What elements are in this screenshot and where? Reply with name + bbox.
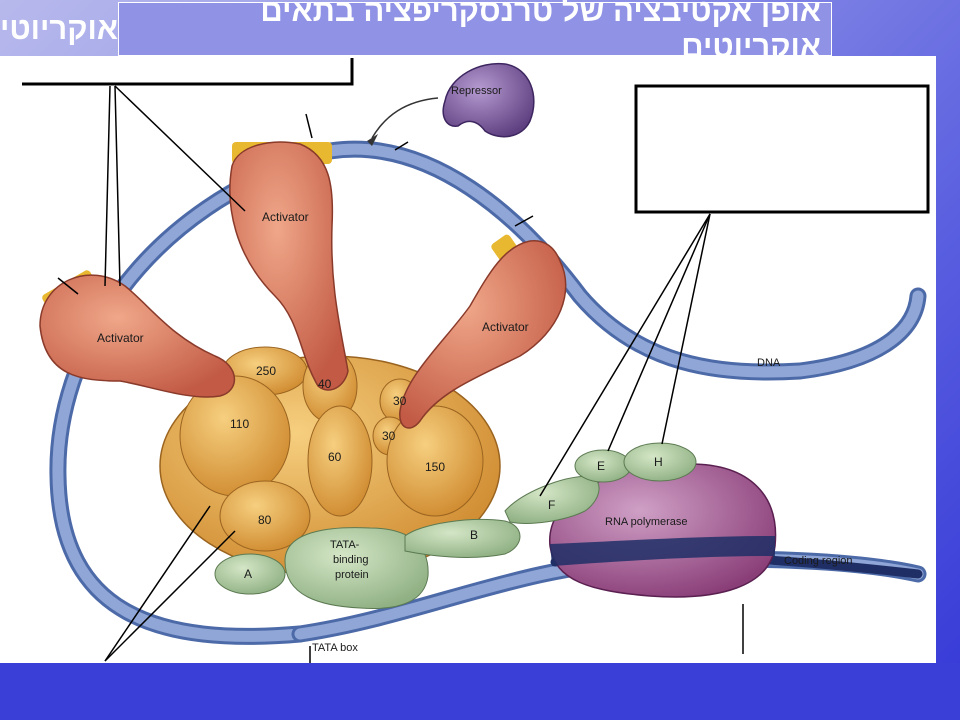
factor-h (623, 442, 697, 482)
label-subunit-30a: 30 (393, 394, 407, 408)
label-coding-region: Coding region (784, 555, 853, 567)
label-subunit-150: 150 (425, 460, 445, 474)
subunit-60 (307, 405, 373, 517)
bottom-bar (0, 663, 960, 720)
diagram-svg: Repressor Activator Activator Activator … (22, 58, 930, 663)
label-factor-f: F (548, 498, 555, 512)
label-factor-e: E (597, 459, 605, 473)
label-subunit-250: 250 (256, 364, 276, 378)
pointer-lines (57, 85, 744, 663)
repressor (367, 62, 535, 146)
slide-title-overflow: אוקריוטים (0, 11, 118, 46)
label-subunit-80: 80 (258, 513, 272, 527)
subunit-150 (386, 405, 484, 517)
label-box-top-left (22, 58, 354, 86)
label-activator-right: Activator (482, 320, 529, 334)
label-activator-left: Activator (97, 331, 144, 345)
label-dna: DNA (757, 357, 781, 369)
label-subunit-60: 60 (328, 450, 342, 464)
general-factors (214, 442, 697, 610)
label-factor-b: B (470, 528, 478, 542)
label-tbp-2: binding (333, 554, 368, 566)
factor-b (404, 519, 521, 558)
tata-binding-protein (284, 527, 429, 610)
rna-polymerase (549, 463, 777, 598)
label-rna-polymerase: RNA polymerase (605, 516, 688, 528)
label-activator-center: Activator (262, 210, 309, 224)
activator-center (229, 141, 349, 391)
label-subunit-30b: 30 (382, 429, 396, 443)
coactivator-complex (159, 346, 501, 577)
label-tbp-3: protein (335, 569, 369, 581)
factor-f (504, 475, 600, 524)
label-tata-box: TATA box (312, 642, 358, 654)
factor-a (214, 553, 286, 595)
activator-right (399, 240, 567, 429)
label-subunit-110: 110 (230, 417, 249, 431)
label-tbp-1: TATA- (330, 539, 360, 551)
subunit-80 (219, 480, 311, 552)
label-repressor: Repressor (451, 85, 502, 97)
slide-title: אופן אקטיבציה של טרנסקריפציה בתאים אוקרי… (118, 0, 832, 64)
label-factor-a: A (244, 567, 252, 581)
label-box-right (634, 84, 930, 214)
label-subunit-40: 40 (318, 377, 332, 391)
label-factor-h: H (654, 455, 663, 469)
transcription-diagram: Repressor Activator Activator Activator … (0, 56, 936, 663)
